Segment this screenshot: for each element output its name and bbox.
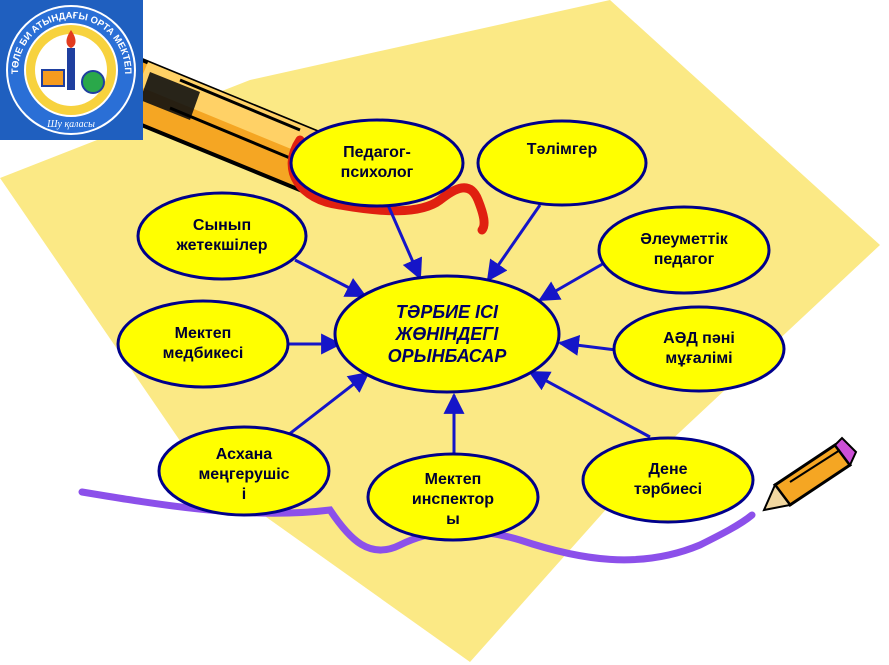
node-pedagog-psiholog: Педагог- психолог	[340, 144, 414, 181]
center-label: ТӘРБИЕ ІСІ ЖӨНІНДЕГІ ОРЫНБАСАР	[387, 302, 507, 366]
node-ashana: Асхана меңгерушіс і	[198, 446, 290, 503]
node-synyp-zhetekshiler: Сынып жетекшілер	[176, 217, 268, 254]
arrow-synyp	[294, 258, 367, 298]
ellipse-pedagog	[289, 118, 465, 208]
arrow-aleumettik	[538, 260, 607, 302]
logo-emblem: ТӨЛЕ БИ АТЫНДАҒЫ ОРТА МЕКТЕП Шу қаласы	[0, 0, 143, 140]
node-dene-tarbiesi: Дене тәрбиесі	[633, 461, 703, 498]
ellipse-aad	[612, 305, 786, 393]
ellipse-synyp	[136, 191, 308, 281]
node-aad-pani: АӘД пәні мұғалімі	[663, 330, 735, 367]
arrow-aad	[557, 334, 617, 356]
node-aleumettik-pedagog: Әлеуметтік педагог	[640, 231, 728, 268]
ellipse-medbike	[116, 299, 290, 389]
logo-bottom-text: Шу қаласы	[46, 119, 95, 130]
ellipse-ashana	[157, 425, 331, 517]
ellipse-inspektor	[366, 452, 540, 542]
pencil-small-icon	[762, 436, 858, 512]
arrow-ashana	[287, 371, 370, 437]
center-ellipse	[333, 274, 561, 394]
arrow-pedagog	[386, 204, 423, 280]
ellipses	[116, 118, 786, 542]
arrow-dene	[528, 370, 651, 439]
node-mektep-inspektory: Мектеп инспектор ы	[411, 471, 495, 528]
ellipse-talimger	[476, 119, 648, 207]
ellipse-aleumettik	[597, 205, 771, 295]
arrows	[287, 204, 651, 455]
arrow-talimger	[486, 204, 542, 282]
red-squiggle	[287, 135, 489, 235]
node-mektep-medbikesi: Мектеп медбикесі	[162, 325, 244, 362]
ellipse-dene	[581, 436, 755, 524]
node-talimger: Тәлімгер	[526, 141, 598, 158]
